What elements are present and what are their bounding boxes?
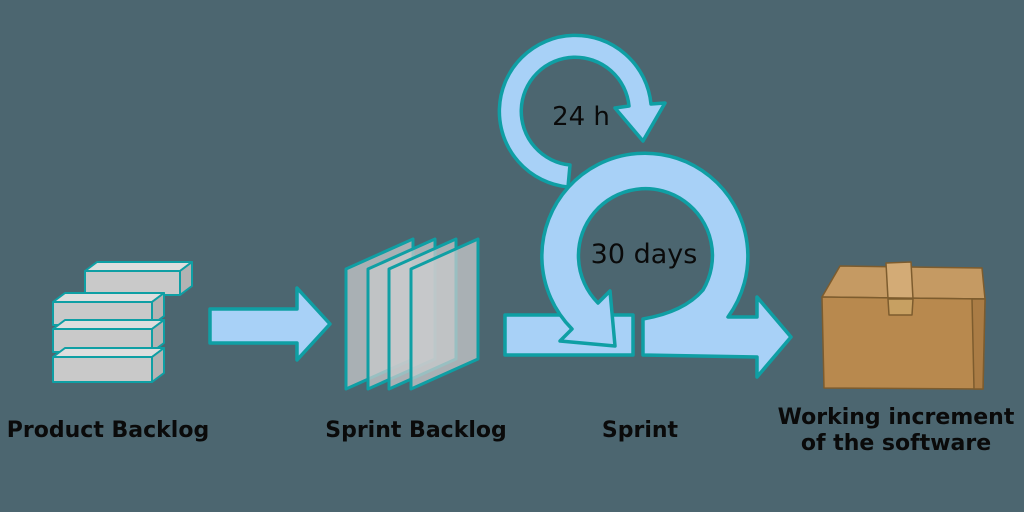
backlog-brick: [52, 347, 165, 383]
product-backlog-label: Product Backlog: [7, 418, 209, 443]
box-tape-top: [885, 261, 914, 300]
sprint-loop-label: 30 days: [591, 239, 698, 270]
sprint-backlog-sheets: [344, 237, 480, 391]
backlog-brick: [52, 319, 165, 353]
labels: Product Backlog Sprint Backlog Sprint Wo…: [7, 102, 1015, 456]
daily-loop-arrow: [497, 33, 667, 189]
working-increment-box: [821, 261, 986, 390]
box-tape-front: [887, 298, 914, 316]
backlog-sheet: [409, 237, 480, 391]
working-increment-label-line2: of the software: [801, 431, 991, 456]
product-backlog-stack: [52, 261, 193, 383]
sprint-label: Sprint: [602, 418, 679, 443]
daily-loop-label: 24 h: [552, 102, 610, 132]
flow-arrows: [208, 33, 793, 379]
arrow-product-to-sprint-backlog: [208, 286, 332, 362]
sprint-backlog-label: Sprint Backlog: [325, 418, 507, 443]
box-side-face: [971, 298, 986, 390]
working-increment-label-line1: Working increment: [778, 405, 1015, 430]
backlog-brick: [84, 261, 193, 296]
sprint-loop-arrow: [540, 151, 793, 379]
